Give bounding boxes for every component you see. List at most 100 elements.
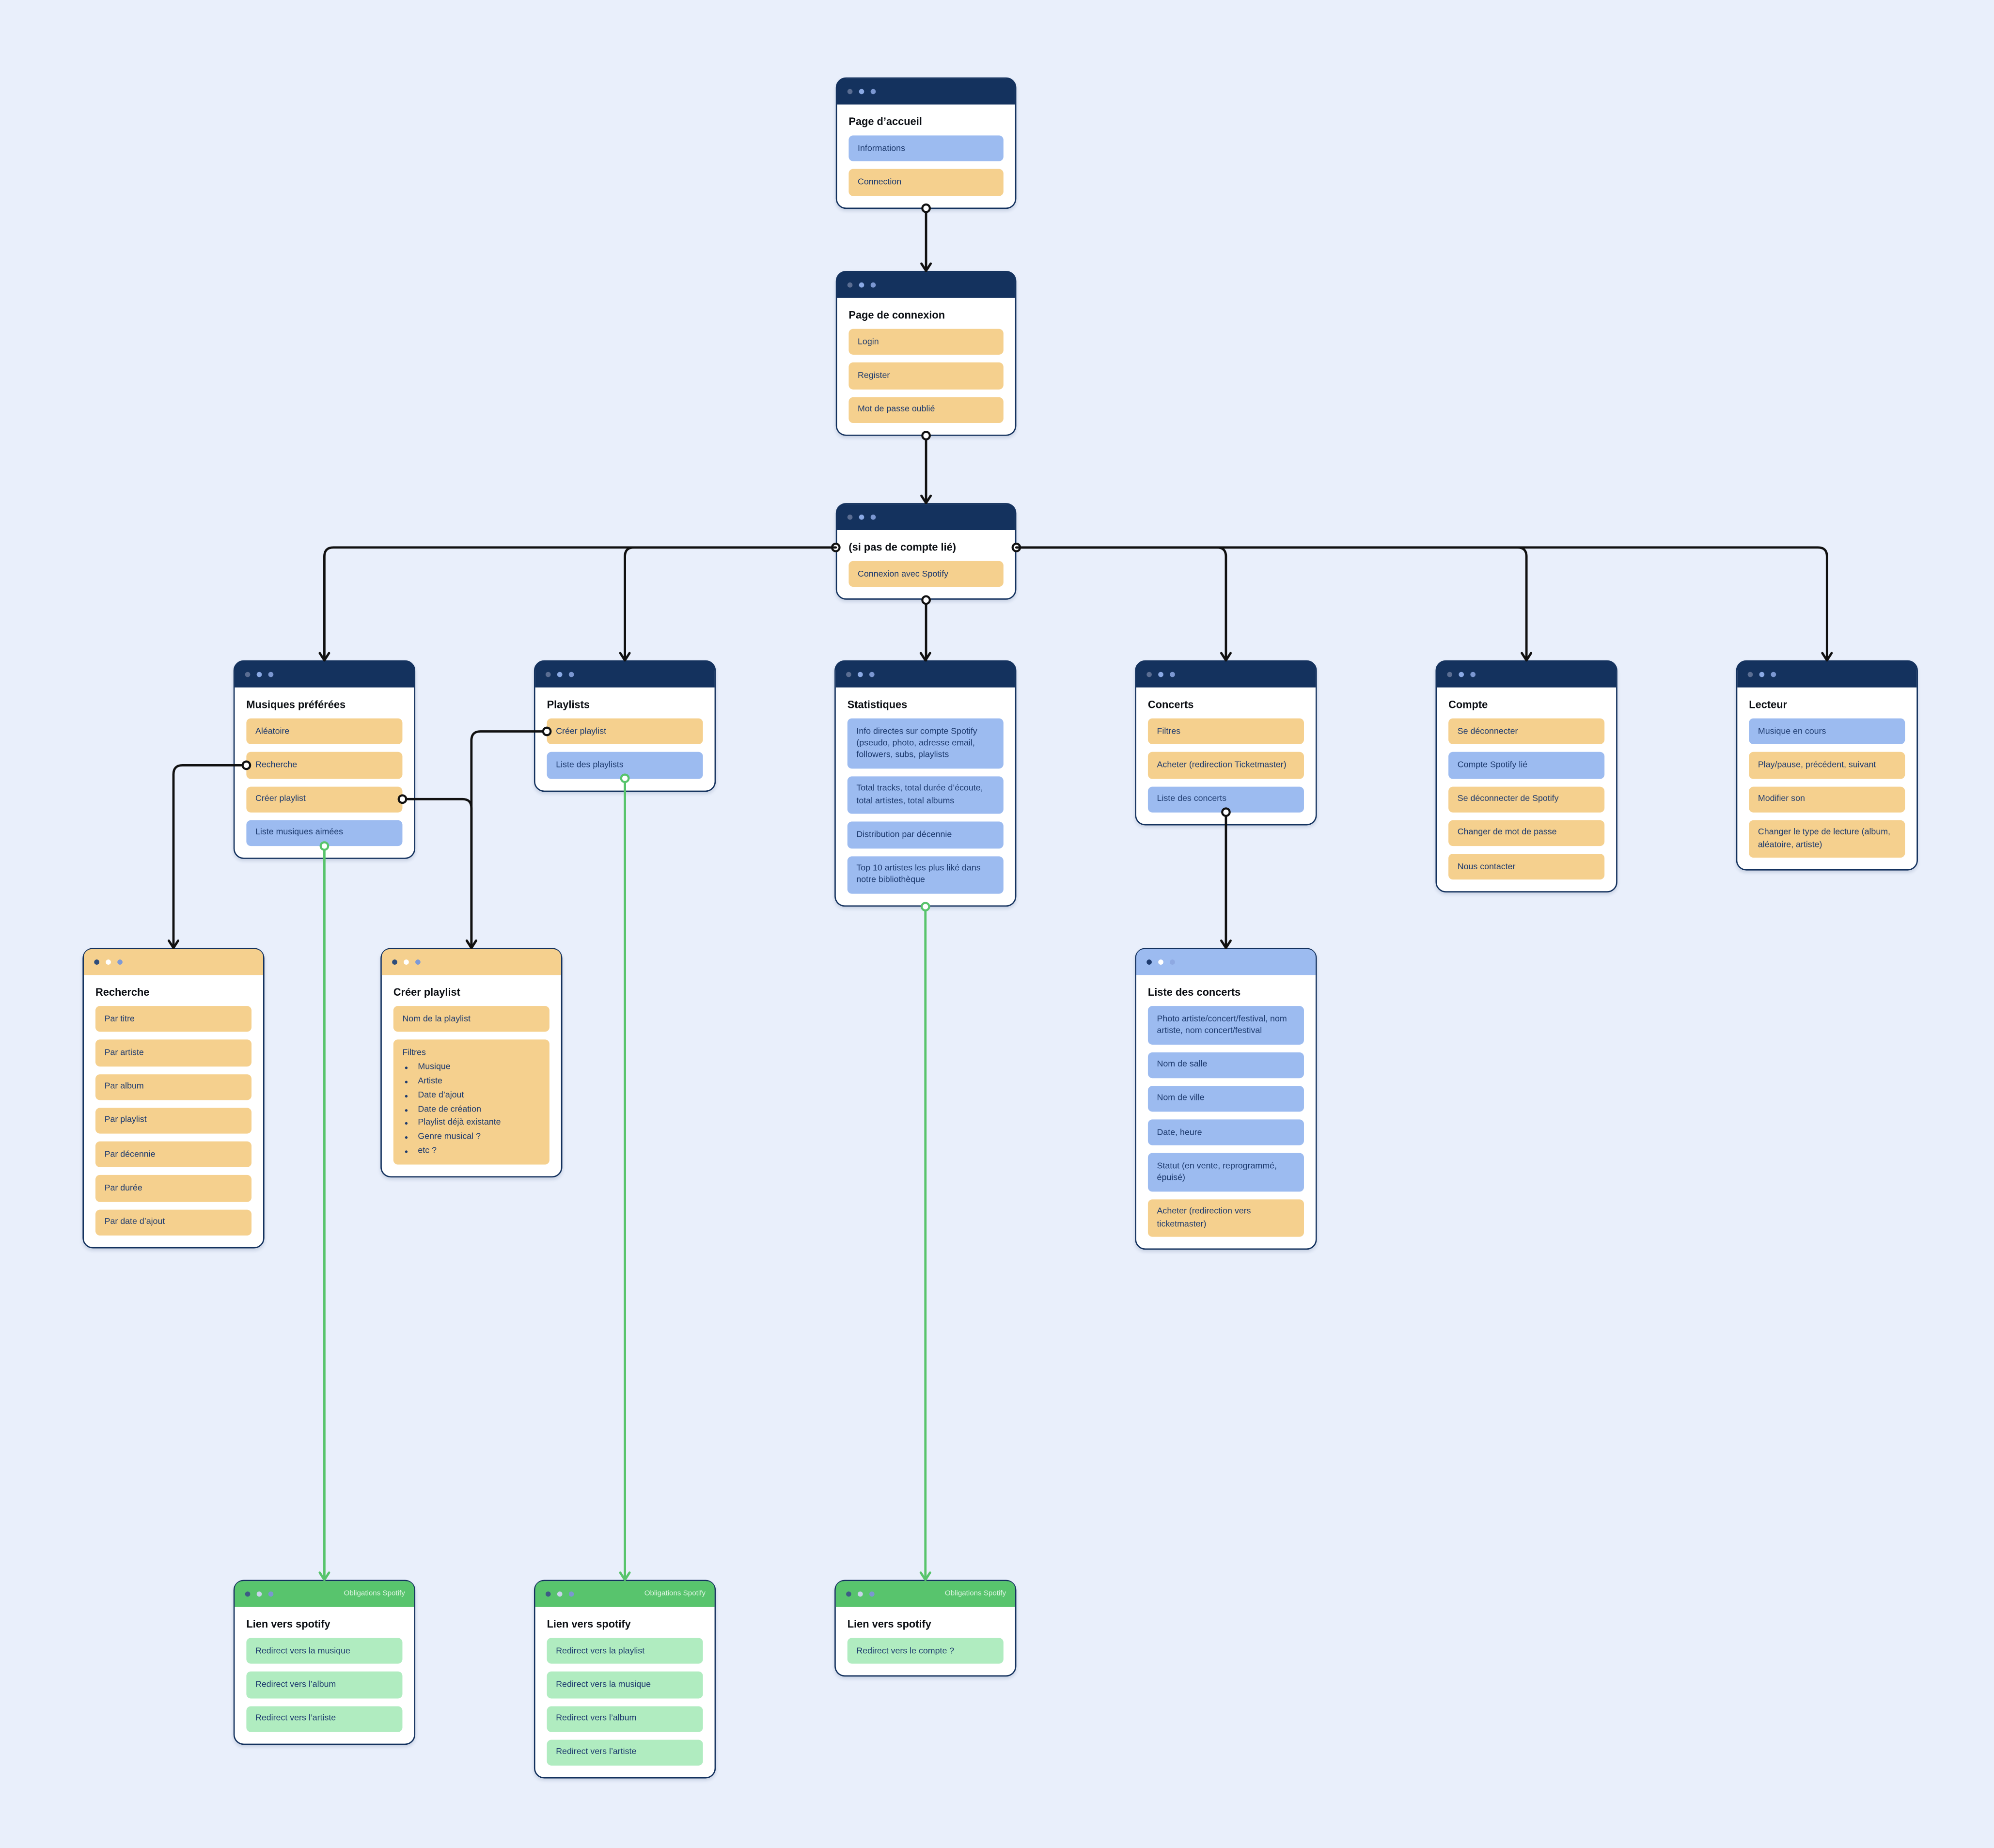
chip-redirect-compte[interactable]: Redirect vers le compte ? [847, 1638, 1004, 1664]
chip-redirect-musique[interactable]: Redirect vers la musique [547, 1672, 703, 1698]
chip-se-deconnecter[interactable]: Se déconnecter [1448, 718, 1605, 745]
chip-connection[interactable]: Connection [848, 169, 1004, 196]
window-dot-icon [859, 514, 865, 520]
chip-informations[interactable]: Informations [848, 135, 1004, 162]
window-dot-icon [268, 1591, 274, 1597]
chip-redirect-playlist[interactable]: Redirect vers la playlist [547, 1638, 703, 1664]
window-dot-icon [415, 959, 421, 965]
window-dot-icon [847, 514, 853, 520]
chip-changer-type-lecture[interactable]: Changer le type de lecture (album, aléat… [1749, 820, 1905, 858]
win-listeconcerts[interactable]: Liste des concerts Photo artiste/concert… [1135, 948, 1317, 1250]
chip-stats-top10[interactable]: Top 10 artistes les plus liké dans notre… [847, 856, 1004, 894]
chip-par-artiste[interactable]: Par artiste [95, 1040, 252, 1066]
chip-par-album[interactable]: Par album [95, 1073, 252, 1100]
chip-redirect-musique[interactable]: Redirect vers la musique [246, 1638, 403, 1664]
chip-redirect-album[interactable]: Redirect vers l’album [547, 1706, 703, 1732]
win-sipas[interactable]: (si pas de compte lié) Connexion avec Sp… [835, 503, 1017, 600]
win-musiques[interactable]: Musiques préférées Aléatoire Recherche C… [233, 660, 416, 859]
chip-playlists-liste[interactable]: Liste des playlists [547, 752, 703, 779]
win-lecteur[interactable]: Lecteur Musique en cours Play/pause, pré… [1736, 660, 1918, 871]
chip-par-titre[interactable]: Par titre [95, 1006, 252, 1033]
connector [1015, 546, 1828, 662]
chip-nom-playlist[interactable]: Nom de la playlist [393, 1006, 550, 1033]
chip-compte-spotify-lie[interactable]: Compte Spotify lié [1448, 752, 1605, 779]
chip-stats-info-compte[interactable]: Info directes sur compte Spotify (pseudo… [847, 718, 1004, 768]
chip-login[interactable]: Login [848, 329, 1004, 355]
chip-concerts-liste[interactable]: Liste des concerts [1147, 786, 1304, 813]
win-green1[interactable]: Obligations Spotify Lien vers spotify Re… [233, 1580, 416, 1745]
chip-register[interactable]: Register [848, 362, 1004, 389]
chip-stats-distribution[interactable]: Distribution par décennie [847, 822, 1004, 848]
window-titlebar [84, 949, 263, 975]
win-creer[interactable]: Créer playlist Nom de la playlist Filtre… [380, 948, 563, 1177]
chip-stats-totaux[interactable]: Total tracks, total durée d’écoute, tota… [847, 776, 1004, 814]
window-dot-icon [245, 1591, 251, 1597]
window-dot-icon [869, 672, 875, 677]
connector [1015, 546, 1528, 662]
chip-musiques-recherche[interactable]: Recherche [246, 752, 403, 779]
window-dot-icon [846, 672, 852, 677]
window-titlebar: Obligations Spotify [835, 1581, 1015, 1607]
chip-nous-contacter[interactable]: Nous contacter [1448, 854, 1605, 880]
win-compte[interactable]: Compte Se déconnecter Compte Spotify lié… [1435, 660, 1617, 893]
chip-redirect-artiste[interactable]: Redirect vers l’artiste [246, 1706, 403, 1732]
chip-statut[interactable]: Statut (en vente, reprogrammé, épuisé) [1147, 1153, 1304, 1191]
chip-musiques-creer-playlist[interactable]: Créer playlist [246, 786, 403, 813]
chip-aleatoire[interactable]: Aléatoire [246, 718, 403, 745]
chip-playlists-creer-playlist[interactable]: Créer playlist [547, 718, 703, 745]
chip-acheter-redirect[interactable]: Acheter (redirection vers ticketmaster) [1147, 1199, 1304, 1237]
window-dot-icon [870, 282, 877, 288]
window-page-accueil[interactable]: Page d’accueil Informations Connection [835, 77, 1017, 208]
filtre-item: Date de création [418, 1103, 540, 1115]
chip-par-duree[interactable]: Par durée [95, 1175, 252, 1202]
chip-nom-salle[interactable]: Nom de salle [1147, 1051, 1304, 1078]
chip-se-deconnecter-spotify[interactable]: Se déconnecter de Spotify [1448, 786, 1605, 813]
chip-filtres-liste[interactable]: Filtres Musique Artiste Date d’ajout Dat… [393, 1040, 550, 1165]
connector [619, 1571, 631, 1581]
window-dot-icon [117, 959, 123, 965]
connector [624, 546, 837, 662]
window-titlebar: Obligations Spotify [235, 1581, 414, 1607]
chip-changer-mot-de-passe[interactable]: Changer de mot de passe [1448, 820, 1605, 846]
win-green3[interactable]: Obligations Spotify Lien vers spotify Re… [834, 1580, 1017, 1677]
obligations-spotify-badge: Obligations Spotify [944, 1590, 1006, 1598]
chip-photo-artiste[interactable]: Photo artiste/concert/festival, nom arti… [1147, 1006, 1304, 1044]
chip-musiques-liste-aimees[interactable]: Liste musiques aimées [246, 820, 403, 846]
chip-musique-en-cours[interactable]: Musique en cours [1749, 718, 1905, 745]
connector [920, 262, 932, 272]
win-green2[interactable]: Obligations Spotify Lien vers spotify Re… [534, 1580, 716, 1779]
page-title: Lecteur [1749, 699, 1788, 711]
win-stats[interactable]: Statistiques Info directes sur compte Sp… [834, 660, 1017, 907]
window-page-connexion[interactable]: Page de connexion Login Register Mot de … [835, 270, 1017, 436]
connector [168, 940, 179, 949]
win-playlists[interactable]: Playlists Créer playlist Liste des playl… [534, 660, 716, 791]
chip-acheter-ticketmaster[interactable]: Acheter (redirection Ticketmaster) [1147, 752, 1304, 779]
chip-filtres[interactable]: Filtres [1147, 718, 1304, 745]
obligations-spotify-badge: Obligations Spotify [344, 1590, 405, 1598]
win-recherche[interactable]: Recherche Par titre Par artiste Par albu… [82, 948, 265, 1248]
chip-par-date-ajout[interactable]: Par date d’ajout [95, 1209, 252, 1236]
chip-nom-ville[interactable]: Nom de ville [1147, 1085, 1304, 1112]
window-dot-icon [245, 672, 251, 677]
page-title: Liste des concerts [1147, 987, 1241, 999]
chip-connexion-avec-spotify[interactable]: Connexion avec Spotify [848, 561, 1004, 587]
chip-redirect-artiste[interactable]: Redirect vers l’artiste [547, 1739, 703, 1766]
chip-modifier-son[interactable]: Modifier son [1749, 786, 1905, 813]
connector [1220, 652, 1232, 662]
connector [1220, 940, 1232, 949]
window-dot-icon [869, 1591, 875, 1597]
window-dot-icon [847, 89, 853, 94]
chip-par-playlist[interactable]: Par playlist [95, 1107, 252, 1134]
chip-par-decennie[interactable]: Par décennie [95, 1141, 252, 1168]
page-title: Page de connexion [848, 309, 945, 321]
win-concerts[interactable]: Concerts Filtres Acheter (redirection Ti… [1135, 660, 1317, 825]
chip-mot-de-passe-oublie[interactable]: Mot de passe oublié [848, 396, 1004, 423]
window-dot-icon [256, 672, 263, 677]
sipas-title: (si pas de compte lié) [848, 541, 957, 553]
chip-redirect-album[interactable]: Redirect vers l’album [246, 1672, 403, 1698]
connector [465, 940, 477, 949]
window-titlebar [837, 504, 1015, 530]
window-titlebar [837, 78, 1015, 105]
chip-date-heure[interactable]: Date, heure [1147, 1119, 1304, 1146]
chip-play-pause[interactable]: Play/pause, précédent, suivant [1749, 752, 1905, 779]
